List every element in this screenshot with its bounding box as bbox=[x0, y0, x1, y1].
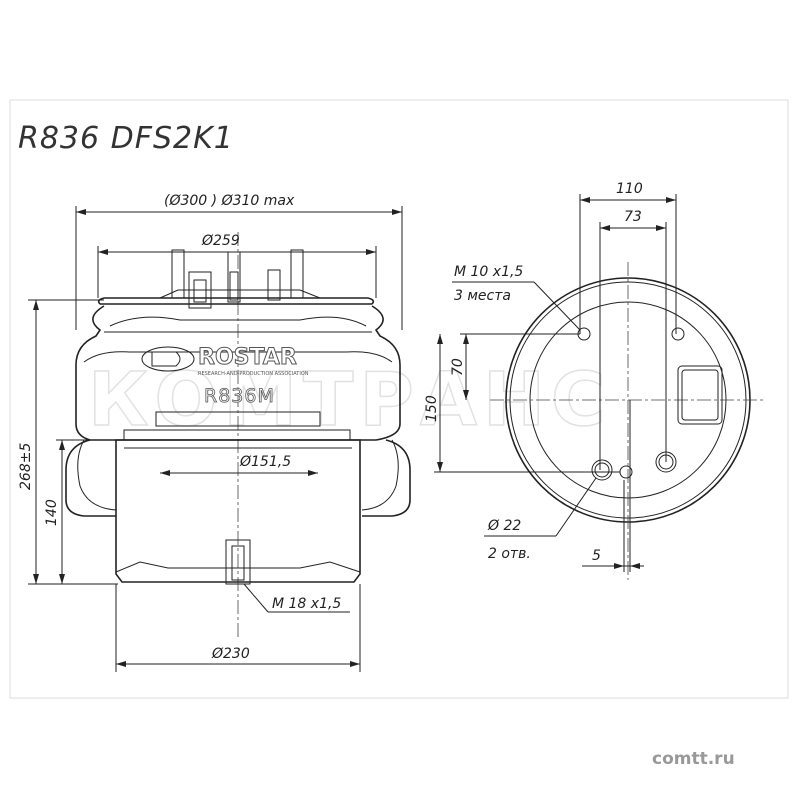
drawing-frame bbox=[9, 99, 789, 699]
dim-width-110: 110 bbox=[616, 181, 643, 197]
dim-bottom-thread: M 18 x1,5 bbox=[272, 596, 341, 612]
dim-height-70: 70 bbox=[450, 358, 466, 376]
dim-width-73: 73 bbox=[624, 209, 642, 225]
model-label: R836M bbox=[204, 385, 275, 407]
dim-outer-diameter: (Ø300 ) Ø310 max bbox=[164, 193, 295, 209]
bolt-note-thread: M 10 x1,5 bbox=[454, 264, 523, 280]
dim-top-plate: Ø259 bbox=[201, 233, 240, 249]
hole-note-diameter: Ø 22 bbox=[487, 518, 521, 534]
drawing-title: R836 DFS2K1 bbox=[18, 121, 234, 156]
logo-tagline: RESEARCH-AND-PRODUCTION ASSOCIATION bbox=[198, 371, 309, 377]
dim-offset-5: 5 bbox=[592, 548, 601, 564]
logo-brand: ROSTAR bbox=[198, 345, 297, 370]
air-hole bbox=[594, 462, 610, 478]
dim-piston-inner: Ø151,5 bbox=[239, 454, 291, 470]
dim-height-150: 150 bbox=[424, 395, 440, 422]
top-view bbox=[490, 262, 766, 580]
dim-piston-diameter: Ø230 bbox=[211, 646, 250, 662]
side-view: ROSTAR RESEARCH-AND-PRODUCTION ASSOCIATI… bbox=[65, 232, 411, 640]
hole-note-count: 2 отв. bbox=[488, 546, 531, 562]
side-view-dimensions: (Ø300 ) Ø310 max Ø259 Ø151,5 268±5 140 M… bbox=[18, 193, 403, 672]
bolt-hole bbox=[671, 327, 685, 341]
website-label: comtt.ru bbox=[652, 749, 735, 769]
air-hole bbox=[591, 459, 613, 481]
dim-height: 268±5 bbox=[18, 443, 34, 490]
dim-piston-height: 140 bbox=[44, 499, 60, 526]
bolt-note-count: 3 места bbox=[454, 288, 511, 304]
top-view-dimensions: 110 73 M 10 x1,5 3 места 70 150 Ø 22 2 о… bbox=[424, 181, 677, 572]
